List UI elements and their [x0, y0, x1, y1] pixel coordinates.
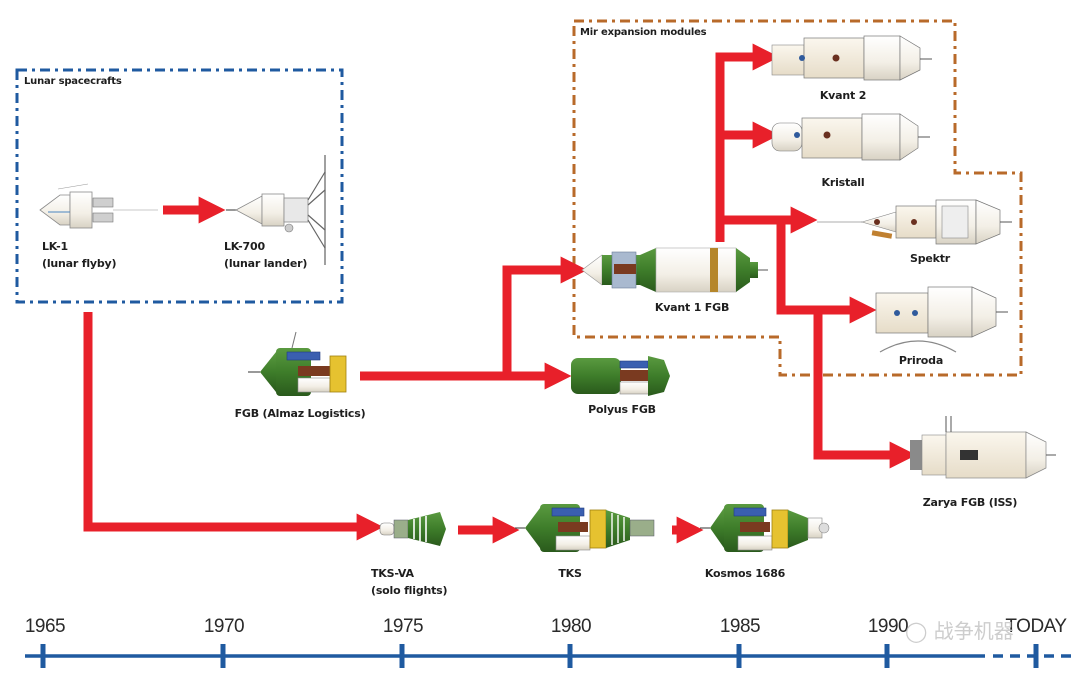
lk700-note: (lunar lander)	[224, 257, 308, 270]
kristall-illustration	[771, 113, 930, 161]
tksva-label: TKS-VA (solo flights)	[371, 565, 448, 599]
lk1-spacecraft-illustration	[39, 183, 158, 229]
timeline-axis	[25, 644, 1075, 668]
kvant1-fgb-illustration	[581, 247, 768, 293]
year-label: 1965	[24, 616, 66, 637]
lk700-label: LK-700 (lunar lander)	[224, 238, 307, 272]
year-label: 1985	[719, 616, 761, 637]
lunar-group-title: Lunar spacecrafts	[24, 76, 122, 87]
lk700-spacecraft-illustration	[226, 155, 326, 265]
arrow-fgb-to-kvant1	[502, 256, 588, 376]
spektr-label: Spektr	[909, 252, 951, 265]
priroda-illustration	[875, 286, 1008, 353]
tksva-name: TKS-VA	[371, 567, 414, 580]
lk700-name: LK-700	[224, 240, 265, 253]
arrow-kvant1-to-kvant2	[715, 43, 780, 242]
mir-group-box	[572, 19, 1023, 377]
arrow-lunar-to-tksva	[83, 312, 384, 541]
tks-illustration	[515, 504, 655, 552]
kristall-label: Kristall	[821, 176, 865, 189]
fgb-almaz-label: FGB (Almaz Logistics)	[234, 407, 366, 420]
year-label: 1970	[203, 616, 245, 637]
year-label: 1990	[867, 616, 909, 637]
fgb-almaz-illustration	[248, 331, 347, 396]
tksva-illustration	[379, 512, 446, 546]
zarya-fgb-illustration	[910, 416, 1056, 479]
lk1-label: LK-1 (lunar flyby)	[42, 238, 117, 272]
watermark-text: 战争机器	[933, 619, 1014, 643]
priroda-label: Priroda	[898, 354, 944, 367]
kvant2-label: Kvant 2	[819, 89, 867, 102]
year-label: 1975	[382, 616, 424, 637]
lk1-name: LK-1	[42, 240, 68, 253]
spektr-illustration	[817, 199, 1012, 245]
tks-label: TKS	[558, 567, 582, 580]
wechat-icon: ◯	[905, 619, 928, 643]
kvant2-illustration	[771, 35, 932, 81]
lineage-arrows	[83, 43, 917, 544]
kvant1-fgb-label: Kvant 1 FGB	[654, 301, 730, 314]
arrow-kvant1-to-zarya	[813, 310, 917, 469]
lunar-group-box	[15, 68, 344, 304]
kosmos1686-label: Kosmos 1686	[704, 567, 786, 580]
watermark: ◯ 战争机器	[905, 615, 1014, 644]
polyus-fgb-label: Polyus FGB	[588, 403, 656, 416]
tksva-note: (solo flights)	[371, 584, 448, 597]
arrow-kvant1-to-priroda	[776, 220, 877, 324]
zarya-fgb-label: Zarya FGB (ISS)	[922, 496, 1018, 509]
kosmos1686-illustration	[700, 504, 830, 552]
polyus-fgb-illustration	[571, 356, 670, 396]
lk1-note: (lunar flyby)	[42, 257, 117, 270]
mir-group-title: Mir expansion modules	[580, 27, 707, 38]
year-label: 1980	[550, 616, 592, 637]
today-label: TODAY	[1005, 616, 1067, 637]
